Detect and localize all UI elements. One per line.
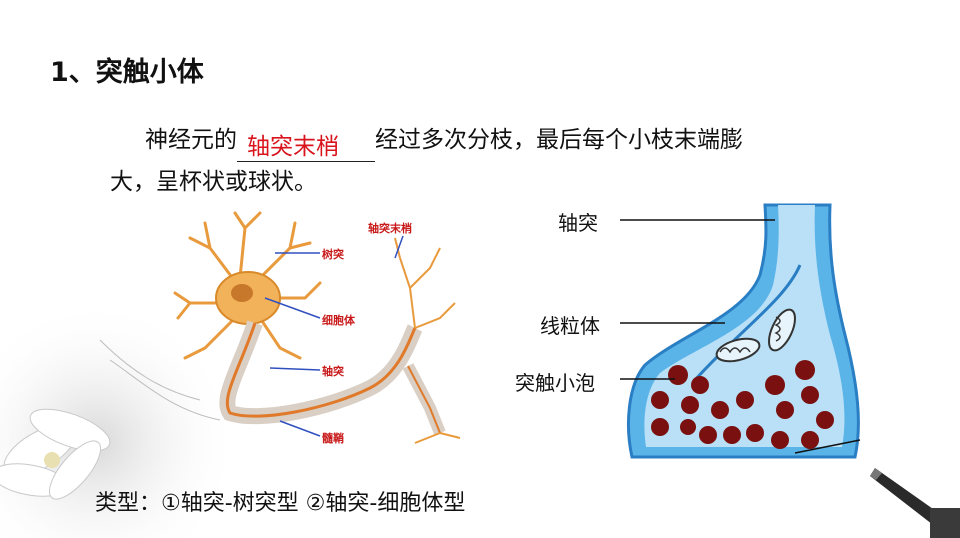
neuron-diagram: 树突 细胞体 轴突 髓鞘 轴突末梢 — [170, 208, 470, 453]
flower-decoration — [0, 300, 240, 538]
label-dendrite: 树突 — [322, 248, 344, 261]
neuron-illustration — [173, 211, 461, 444]
label-synapse-axon: 轴突 — [558, 211, 598, 235]
paragraph-line-1: 神经元的轴突末梢 经过多次分枝，最后每个小枝末端膨 — [145, 118, 845, 162]
fill-in-blank: 轴突末梢 — [237, 131, 375, 162]
types-line: 类型：①轴突-树突型 ②轴突-细胞体型 — [95, 491, 466, 516]
label-mitochondria: 线粒体 — [540, 314, 600, 338]
brush-decoration — [870, 468, 960, 538]
synapse-illustration — [620, 203, 861, 459]
label-myelin: 髓鞘 — [322, 432, 344, 445]
paragraph-line-2: 大，呈杯状或球状。 — [110, 169, 317, 195]
blank-answer: 轴突末梢 — [247, 134, 339, 160]
synapse-diagram: 轴突 线粒体 突触小泡 — [510, 195, 870, 470]
paragraph-suffix: 经过多次分枝，最后每个小枝末端膨 — [375, 127, 743, 153]
paragraph-prefix: 神经元的 — [145, 127, 237, 153]
label-axon: 轴突 — [322, 365, 344, 378]
label-axon-terminal: 轴突末梢 — [368, 222, 412, 235]
page-title: 1、突触小体 — [50, 57, 204, 88]
label-cell-body: 细胞体 — [322, 314, 355, 327]
label-synaptic-vesicle: 突触小泡 — [515, 371, 595, 395]
